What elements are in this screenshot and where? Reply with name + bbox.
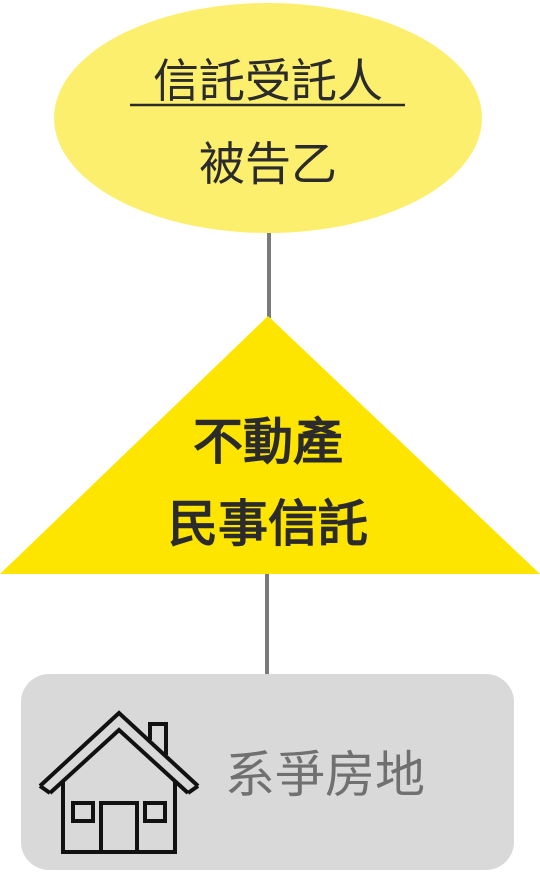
property-node: 系爭房地 (21, 674, 514, 870)
trustee-node: 信託受託人 被告乙 (54, 3, 482, 233)
trustee-party-label: 被告乙 (199, 137, 337, 191)
property-label: 系爭房地 (225, 746, 425, 804)
trust-kind-label: 民事信託 (168, 495, 368, 553)
trust-triangle (0, 316, 540, 574)
trustee-role-label: 信託受託人 (153, 54, 383, 108)
trust-node: 不動產 民事信託 (0, 316, 540, 574)
house-icon (38, 710, 200, 854)
trustee-ellipse (54, 3, 482, 233)
trust-type-label: 不動產 (193, 413, 343, 471)
